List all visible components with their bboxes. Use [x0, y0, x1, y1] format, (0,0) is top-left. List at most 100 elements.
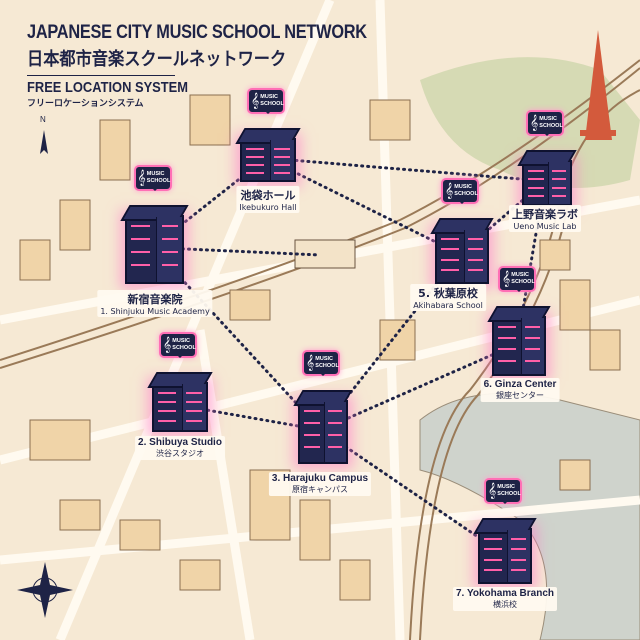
school-name-primary: 新宿音楽院	[127, 293, 183, 306]
window-stripe	[511, 548, 526, 551]
building-block	[179, 559, 221, 591]
badge-text-music: MUSIC	[315, 356, 334, 362]
window-stripe	[158, 410, 177, 413]
window-stripe	[441, 269, 459, 272]
school-name-primary: 5. 秋葉原校	[418, 287, 478, 300]
school-label[interactable]: 2. Shibuya Studio 渋谷スタジオ	[135, 436, 225, 460]
window-stripe	[441, 248, 459, 251]
building-side	[269, 140, 294, 180]
school-name-secondary: 1. Shinjuku Music Academy	[100, 307, 210, 316]
window-stripe	[158, 419, 177, 422]
window-stripe	[161, 225, 178, 227]
school-building[interactable]	[120, 205, 189, 284]
tokyo-tower	[580, 30, 616, 140]
school-building[interactable]	[147, 372, 213, 432]
building-block	[559, 459, 591, 491]
school-building[interactable]	[293, 390, 353, 464]
building-block	[99, 119, 131, 181]
window-stripe	[328, 434, 342, 436]
window-stripe	[528, 195, 545, 198]
window-stripe	[304, 434, 321, 436]
school-label[interactable]: 3. Harajuku Campus 原宿キャンパス	[268, 472, 372, 496]
school-label[interactable]: 6. Ginza Center 銀座センター	[480, 378, 560, 402]
school-label[interactable]: 新宿音楽院 1. Shinjuku Music Academy	[97, 290, 213, 317]
badge-text-school: SCHOOL	[497, 491, 521, 497]
school-building[interactable]	[487, 306, 551, 376]
map-title: JAPANESE CITY MUSIC SCHOOL NETWORK 日本都市音…	[27, 22, 422, 109]
window-stripe	[274, 164, 290, 166]
window-stripe	[186, 392, 202, 394]
window-stripe	[511, 569, 526, 572]
title-english: JAPANESE CITY MUSIC SCHOOL NETWORK	[27, 22, 367, 43]
north-arrow	[40, 130, 48, 154]
compass-rose	[17, 562, 73, 618]
window-stripe	[511, 538, 526, 540]
route-ikebukuro-akihabara	[264, 156, 462, 256]
building-block	[29, 419, 91, 461]
school-name-primary: 池袋ホール	[240, 189, 296, 202]
school-name-primary: 6. Ginza Center	[483, 379, 557, 390]
building-block	[59, 499, 101, 531]
school-building[interactable]	[517, 150, 577, 206]
building-side	[156, 217, 182, 282]
school-name-primary: 2. Shibuya Studio	[138, 437, 222, 448]
badge-text-music: MUSIC	[511, 272, 530, 278]
badge-text-music: MUSIC	[146, 171, 165, 177]
treble-clef-icon: 𝄞	[306, 355, 315, 371]
school-name-secondary: 横浜校	[493, 600, 517, 609]
window-stripe	[498, 337, 516, 340]
badge-text-music: MUSIC	[260, 94, 279, 100]
window-stripe	[328, 422, 342, 424]
school-building[interactable]	[430, 218, 494, 284]
window-stripe	[498, 326, 516, 328]
subtitle-japanese: フリーロケーションシステム	[27, 99, 144, 109]
school-label[interactable]: 5. 秋葉原校 Akihabara School	[410, 284, 486, 311]
school-name-secondary: Ikebukuro Hall	[239, 203, 297, 212]
window-stripe	[131, 238, 151, 240]
building-block	[19, 239, 51, 281]
window-stripe	[552, 170, 566, 172]
building-side	[548, 162, 570, 204]
badge-text-music: MUSIC	[454, 184, 473, 190]
window-stripe	[131, 264, 151, 266]
treble-clef-icon: 𝄞	[530, 115, 539, 131]
window-stripe	[468, 248, 483, 251]
school-label[interactable]: 7. Yokohama Branch 横浜校	[453, 587, 557, 611]
window-stripe	[498, 359, 516, 362]
school-name-secondary: 原宿キャンパス	[292, 485, 348, 494]
window-stripe	[161, 264, 178, 266]
window-stripe	[552, 195, 566, 198]
school-name-secondary: 渋谷スタジオ	[156, 449, 204, 458]
window-stripe	[525, 326, 540, 328]
school-name-secondary: Ueno Music Lab	[513, 222, 577, 231]
route-harajuku-ginza	[319, 342, 519, 432]
window-stripe	[158, 392, 177, 394]
route-shinjuku-station	[151, 246, 322, 257]
school-building[interactable]	[235, 128, 301, 182]
school-label[interactable]: 池袋ホール Ikebukuro Hall	[236, 186, 300, 213]
window-stripe	[246, 172, 265, 174]
building-block	[229, 289, 271, 321]
window-stripe	[484, 548, 502, 551]
window-stripe	[468, 258, 483, 261]
window-stripe	[328, 410, 342, 412]
treble-clef-icon: 𝄞	[445, 183, 454, 199]
badge-text-school: SCHOOL	[146, 178, 171, 184]
window-stripe	[246, 148, 265, 150]
building-block	[189, 94, 231, 146]
window-stripe	[498, 348, 516, 351]
school-label[interactable]: 上野音楽ラボ Ueno Music Lab	[509, 205, 581, 232]
building-side	[181, 384, 206, 430]
station	[294, 239, 356, 269]
window-stripe	[441, 238, 459, 240]
school-building[interactable]	[473, 518, 537, 584]
window-stripe	[468, 238, 483, 240]
